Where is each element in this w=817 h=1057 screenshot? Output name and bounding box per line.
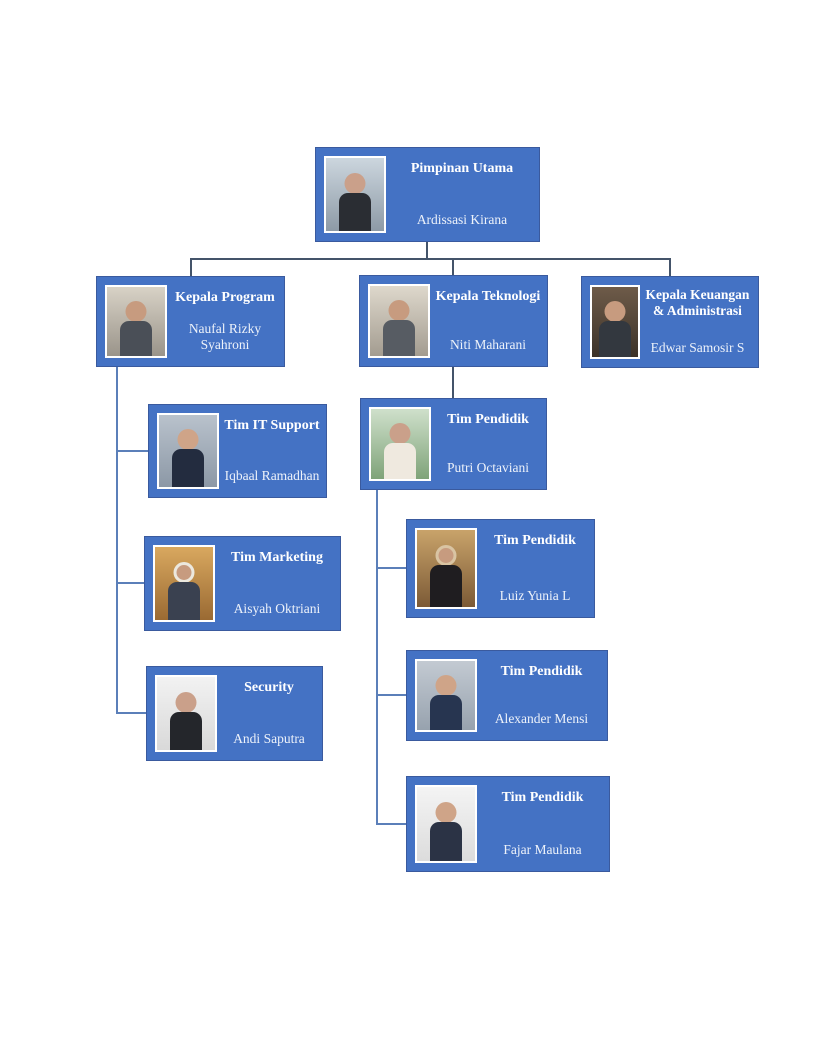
connector-drop-kepala-keuangan — [669, 258, 671, 276]
role-title: Tim IT Support — [224, 418, 320, 433]
member-photo — [415, 528, 477, 609]
role-title: Kepala Keuangan & Administrasi — [645, 287, 750, 318]
member-photo — [369, 407, 431, 481]
member-name: Aisyah Oktriani — [233, 600, 321, 616]
person-portrait-icon — [417, 787, 475, 861]
org-node-tim-pendidik-fajar[interactable]: Tim Pendidik Fajar Maulana — [406, 776, 610, 872]
member-name: Fajar Maulana — [503, 841, 582, 857]
member-photo — [157, 413, 219, 489]
person-portrait-icon — [371, 409, 429, 479]
org-node-kepala-keuangan-administrasi[interactable]: Kepala Keuangan & Administrasi Edwar Sam… — [581, 276, 759, 368]
member-photo — [368, 284, 430, 358]
member-name: Ardissasi Kirana — [416, 211, 508, 227]
person-portrait-icon — [157, 677, 215, 750]
role-title: Tim Pendidik — [447, 412, 529, 427]
role-title: Tim Pendidik — [500, 664, 583, 679]
connector-pendidik-trunk — [376, 490, 378, 825]
org-node-pimpinan-utama[interactable]: Pimpinan Utama Ardissasi Kirana — [315, 147, 540, 242]
member-name: Naufal Rizky Syahroni — [188, 320, 262, 352]
person-portrait-icon — [155, 547, 213, 620]
member-photo — [153, 545, 215, 622]
connector-stub-marketing — [118, 582, 144, 584]
connector-stub-it-support — [118, 450, 148, 452]
connector-level2-horizontal — [190, 258, 671, 260]
org-node-kepala-teknologi[interactable]: Kepala Teknologi Niti Maharani — [359, 275, 548, 367]
connector-drop-kepala-teknologi — [452, 258, 454, 275]
connector-stub-pendidik-fajar — [378, 823, 406, 825]
org-node-tim-pendidik-alexander[interactable]: Tim Pendidik Alexander Mensi — [406, 650, 608, 741]
member-name: Edwar Samosir S — [650, 339, 745, 355]
connector-stub-pendidik-alexander — [378, 694, 406, 696]
member-name: Niti Maharani — [449, 336, 527, 352]
connector-top-vertical — [426, 242, 428, 260]
member-photo — [415, 659, 477, 732]
connector-stub-security — [118, 712, 146, 714]
person-portrait-icon — [326, 158, 384, 231]
member-name: Luiz Yunia L — [499, 587, 571, 603]
role-title: Tim Pendidik — [494, 533, 576, 548]
member-name: Iqbaal Ramadhan — [224, 467, 320, 483]
member-name: Alexander Mensi — [494, 710, 589, 726]
role-title: Tim Pendidik — [501, 790, 584, 805]
person-portrait-icon — [159, 415, 217, 487]
connector-stub-pendidik-luiz — [378, 567, 406, 569]
person-portrait-icon — [417, 530, 475, 607]
member-photo — [324, 156, 386, 233]
org-node-kepala-program[interactable]: Kepala Program Naufal Rizky Syahroni — [96, 276, 285, 367]
org-node-tim-it-support[interactable]: Tim IT Support Iqbaal Ramadhan — [148, 404, 327, 498]
person-portrait-icon — [107, 287, 165, 356]
role-title: Kepala Teknologi — [435, 289, 541, 304]
member-name: Putri Octaviani — [446, 459, 530, 475]
member-photo — [415, 785, 477, 863]
member-name: Andi Saputra — [233, 730, 305, 746]
role-title: Tim Marketing — [231, 550, 323, 565]
member-photo — [590, 285, 640, 359]
role-title: Kepala Program — [175, 290, 275, 305]
member-photo — [155, 675, 217, 752]
role-title: Security — [244, 680, 294, 695]
org-node-tim-pendidik-luiz[interactable]: Tim Pendidik Luiz Yunia L — [406, 519, 595, 618]
org-node-tim-pendidik-putri[interactable]: Tim Pendidik Putri Octaviani — [360, 398, 547, 490]
person-portrait-icon — [417, 661, 475, 730]
org-node-tim-marketing[interactable]: Tim Marketing Aisyah Oktriani — [144, 536, 341, 631]
member-photo — [105, 285, 167, 358]
org-node-security[interactable]: Security Andi Saputra — [146, 666, 323, 761]
connector-program-trunk — [116, 367, 118, 714]
person-portrait-icon — [592, 287, 638, 357]
role-title: Pimpinan Utama — [410, 161, 514, 176]
person-portrait-icon — [370, 286, 428, 356]
connector-teknologi-vertical — [452, 367, 454, 398]
connector-drop-kepala-program — [190, 258, 192, 276]
